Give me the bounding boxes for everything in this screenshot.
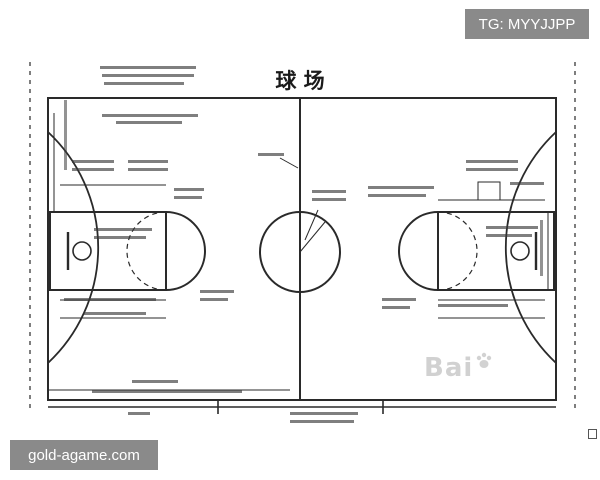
left-free-throw-circle-dashed xyxy=(126,211,167,291)
right-key xyxy=(437,211,555,291)
radius-pointer xyxy=(304,209,319,241)
center-radius xyxy=(299,221,326,253)
tg-watermark-badge: TG: MYYJJPP xyxy=(465,9,589,39)
left-three-point-arc xyxy=(47,131,100,364)
page-corner-icon xyxy=(588,429,597,439)
baidu-watermark: Bai__ xyxy=(424,353,474,383)
center-circle xyxy=(259,211,341,293)
left-hoop xyxy=(72,241,92,261)
annotation-marks xyxy=(64,66,544,423)
court-boundary xyxy=(47,97,557,401)
left-key xyxy=(49,211,167,291)
diagram-title: 球 场 xyxy=(275,68,324,93)
right-dim-box xyxy=(477,181,501,201)
right-hoop xyxy=(510,241,530,261)
right-three-point-arc xyxy=(504,131,557,364)
left-free-throw-circle xyxy=(165,211,206,291)
site-watermark-badge: gold-agame.com xyxy=(10,440,158,470)
right-free-throw-circle-dashed xyxy=(437,211,478,291)
center-pointer xyxy=(279,157,299,169)
right-free-throw-circle xyxy=(398,211,439,291)
baidu-paw-icon xyxy=(476,352,492,368)
